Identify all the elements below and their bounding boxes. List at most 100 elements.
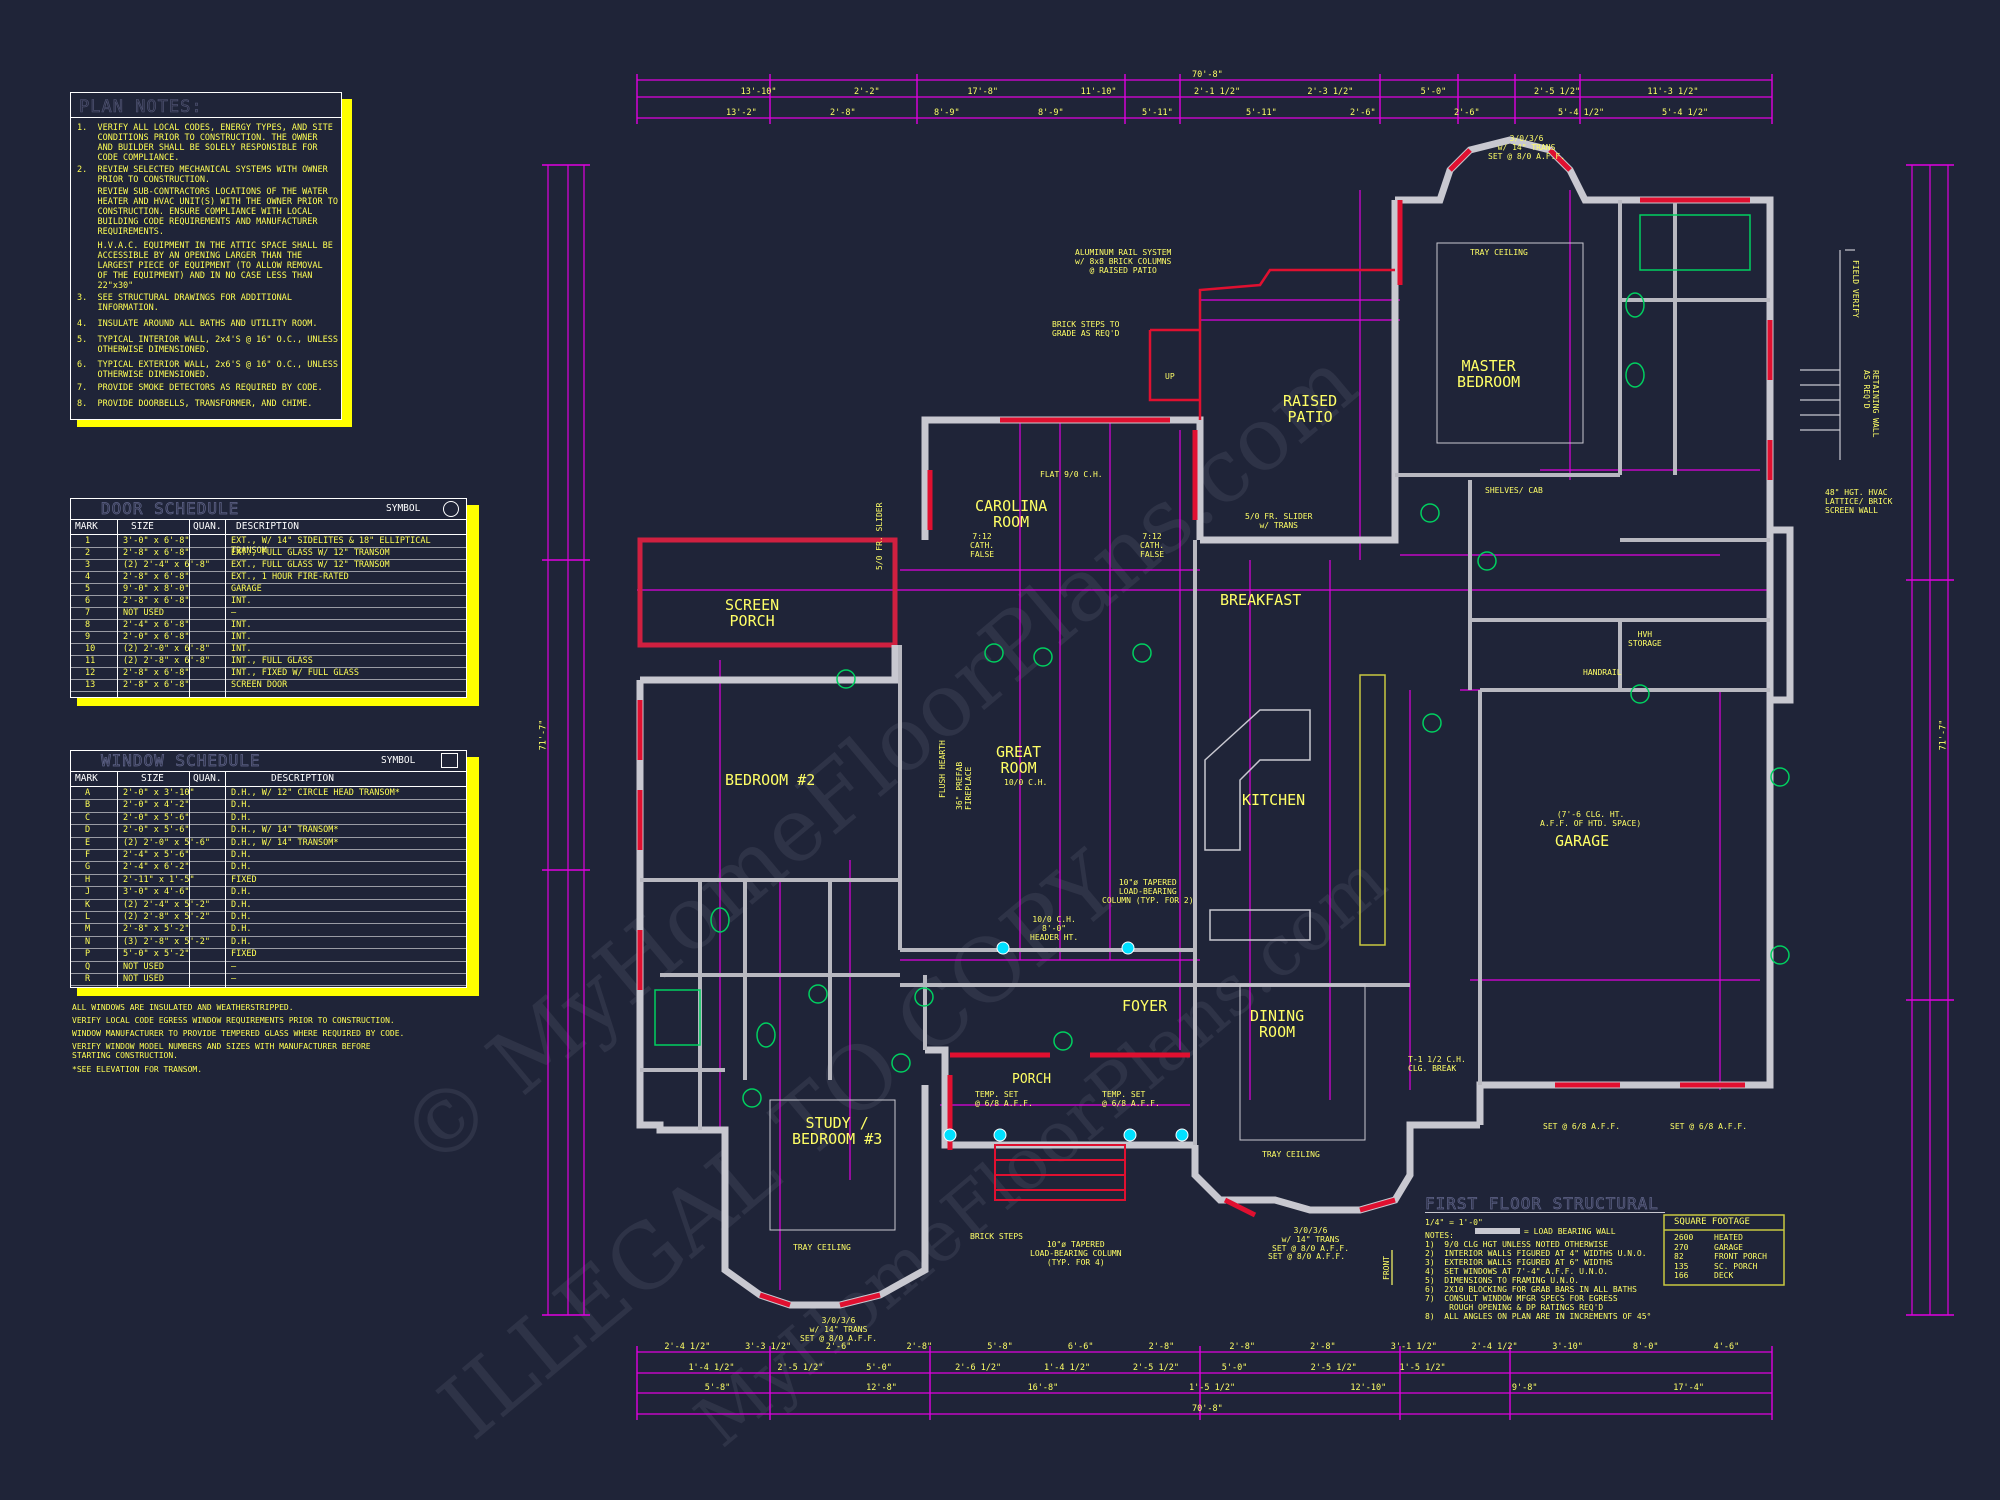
window-row-mark: J — [85, 887, 91, 898]
dim-right-overall: 71'-7" — [1938, 719, 1949, 751]
window-row-description: D.H. — [231, 912, 252, 922]
window-row-mark: A — [85, 788, 91, 798]
first-floor-notes-title: NOTES: — [1425, 1231, 1454, 1240]
window-row-description: D.H. — [231, 899, 252, 910]
window-row-description: D.H. — [231, 812, 252, 823]
dimension-text: 2'-5 1/2" — [1534, 87, 1581, 97]
dimension-text: 8'-0" — [1632, 1342, 1659, 1352]
plan-note-2c: H.V.A.C. EQUIPMENT IN THE ATTIC SPACE SH… — [97, 241, 333, 291]
window-row-size: 2'-4" x 6'-2" — [123, 862, 190, 873]
dimension-text: 2'-8" — [1229, 1342, 1255, 1352]
dimension-text: 2'-4 1/2" — [664, 1342, 711, 1352]
label-flush-hearth: FLUSH HEARTH — [938, 740, 947, 798]
window-row-size: (2) 2'-4" x 5'-2" — [123, 899, 210, 910]
dimension-text: 13'-2" — [726, 108, 757, 118]
door-row-description: INT. — [231, 632, 252, 642]
window-row-description: D.H. — [231, 800, 252, 811]
window-row-size: 2'-0" x 5'-6" — [123, 812, 190, 823]
room-master-bedroom: MASTER BEDROOM — [1457, 357, 1521, 391]
door-row-size: 2'-8" x 6'-8" — [123, 596, 190, 606]
door-row-size: 2'-0" x 6'-8" — [123, 632, 190, 642]
window-row-size: 2'-4" x 5'-6" — [123, 850, 190, 860]
label-temp-set-left: TEMP. SET @ 6/8 A.F.F. — [975, 1090, 1033, 1108]
window-row-mark: H — [85, 874, 91, 885]
sqft-value: 166 — [1674, 1271, 1689, 1280]
window-row-description: D.H., W/ 14" TRANSOM* — [231, 837, 339, 848]
door-row-size: 3'-0" x 6'-8" — [123, 536, 190, 546]
door-row-description: EXT., FULL GLASS W/ 12" TRANSOM — [231, 548, 390, 558]
window-row-description: FIXED — [231, 874, 257, 885]
window-row-size: 5'-0" x 5'-2" — [123, 949, 190, 960]
door-row-mark: 6 — [85, 596, 91, 606]
plan-note-4: 4. INSULATE AROUND ALL BATHS AND UTILITY… — [77, 319, 318, 329]
window-row-mark: P — [85, 949, 91, 960]
dimension-text: 5'-4 1/2" — [1662, 108, 1709, 118]
sqft-value: 82 — [1674, 1252, 1684, 1261]
cyan-columns — [943, 941, 1189, 1142]
window-row-header: SIZE — [141, 773, 164, 784]
dimension-text: 1'-4 1/2" — [1044, 1363, 1091, 1373]
door-row-description: SCREEN DOOR — [231, 680, 288, 690]
sqft-label: GARAGE — [1714, 1242, 1743, 1252]
dimension-text: 1'-5 1/2" — [1399, 1363, 1446, 1373]
window-row-mark: G — [85, 862, 91, 873]
window-row-header: QUAN. — [193, 773, 222, 784]
door-row-mark: 10 — [85, 644, 96, 654]
window-row-description: D.H. — [231, 936, 252, 947]
window-symbol-icon — [441, 753, 458, 768]
sqft-label: SC. PORCH — [1714, 1261, 1758, 1271]
door-row-size: (2) 2'-0" x 6'-8" — [123, 644, 210, 654]
label-brick-steps-grade: BRICK STEPS TO GRADE AS REQ'D — [1052, 320, 1120, 338]
window-row-description: FIXED — [231, 949, 257, 960]
room-raised-patio: RAISED PATIO — [1283, 392, 1338, 426]
door-row-size: 2'-8" x 6'-8" — [123, 680, 190, 690]
door-row-mark: 5 — [85, 584, 91, 594]
great-room-ceiling: 10/0 C.H. — [1004, 778, 1048, 787]
label-transom-study: 3/0/3/6 w/ 14" TRANS SET @ 8/0 A.F.F. — [800, 1316, 878, 1343]
sqft-title: SQUARE FOOTAGE — [1674, 1217, 1750, 1227]
garage-note: (7'-6 CLG. HT. A.F.F. OF HTD. SPACE) — [1540, 810, 1642, 828]
info-boxes — [1663, 1214, 1785, 1286]
label-shelves-cab: SHELVES/ CAB — [1485, 486, 1543, 495]
window-footnote: WINDOW MANUFACTURER TO PROVIDE TEMPERED … — [72, 1029, 405, 1038]
dimension-text: 11'-10" — [1080, 87, 1117, 97]
window-row-mark: N — [85, 936, 91, 947]
label-brick-steps: BRICK STEPS — [970, 1232, 1023, 1241]
door-schedule-title: DOOR SCHEDULE — [101, 499, 240, 519]
room-porch: PORCH — [1012, 1072, 1052, 1087]
sqft-value: 135 — [1674, 1261, 1689, 1271]
dimension-text: 17'-4" — [1673, 1383, 1704, 1393]
door-symbol-icon — [443, 501, 459, 517]
door-row-mark: 7 — [85, 608, 91, 618]
dimension-text: 2'-8" — [1148, 1342, 1175, 1352]
door-row-size: (2) 2'-4" x 6'-8" — [123, 560, 210, 570]
room-great-room: GREAT ROOM — [996, 743, 1042, 777]
room-screen-porch: SCREEN PORCH — [725, 596, 780, 630]
plan-notes-panel: PLAN NOTES: 1. VERIFY ALL LOCAL CODES, E… — [70, 92, 352, 427]
door-tags — [742, 503, 1790, 1108]
kitchen-cabinets — [1204, 674, 1386, 946]
first-floor-legend: = LOAD BEARING WALL — [1524, 1227, 1616, 1236]
door-row-header: MARK — [75, 521, 98, 532]
dimension-text: 5'-11" — [1142, 108, 1173, 118]
window-row-size: (2) 2'-0" x 5'-6" — [123, 837, 210, 848]
window-row-size: (2) 2'-8" x 5'-2" — [123, 912, 210, 922]
raised-patio-rail — [1148, 268, 1395, 420]
walls — [636, 136, 1794, 1309]
window-footnote: ALL WINDOWS ARE INSULATED AND WEATHERSTR… — [72, 1003, 294, 1012]
label-transom-master: 3/0/3/6 w/ 14" TRANS SET @ 8/0 A.F.F. — [1488, 134, 1566, 161]
label-transom-dining: 3/0/3/6 w/ 14" TRANS SET @ 8/0 A.F.F. — [1272, 1226, 1350, 1253]
dimension-text: 2'-8" — [1310, 1342, 1336, 1352]
label-set-68-left: SET @ 6/8 A.F.F. — [1543, 1122, 1621, 1131]
dimension-text: 5'-0" — [1221, 1363, 1248, 1373]
dimension-text: 5'-4 1/2" — [1558, 108, 1605, 118]
door-row-description: GARAGE — [231, 584, 262, 594]
dimension-text: 5'-0" — [866, 1363, 892, 1373]
window-row-mark: Q — [85, 961, 91, 972]
door-row-description: INT. — [231, 620, 252, 630]
front-label: FRONT — [1382, 1255, 1391, 1280]
first-floor-note: 1) 9/0 CLG HGT UNLESS NOTED OTHERWISE — [1425, 1240, 1609, 1249]
